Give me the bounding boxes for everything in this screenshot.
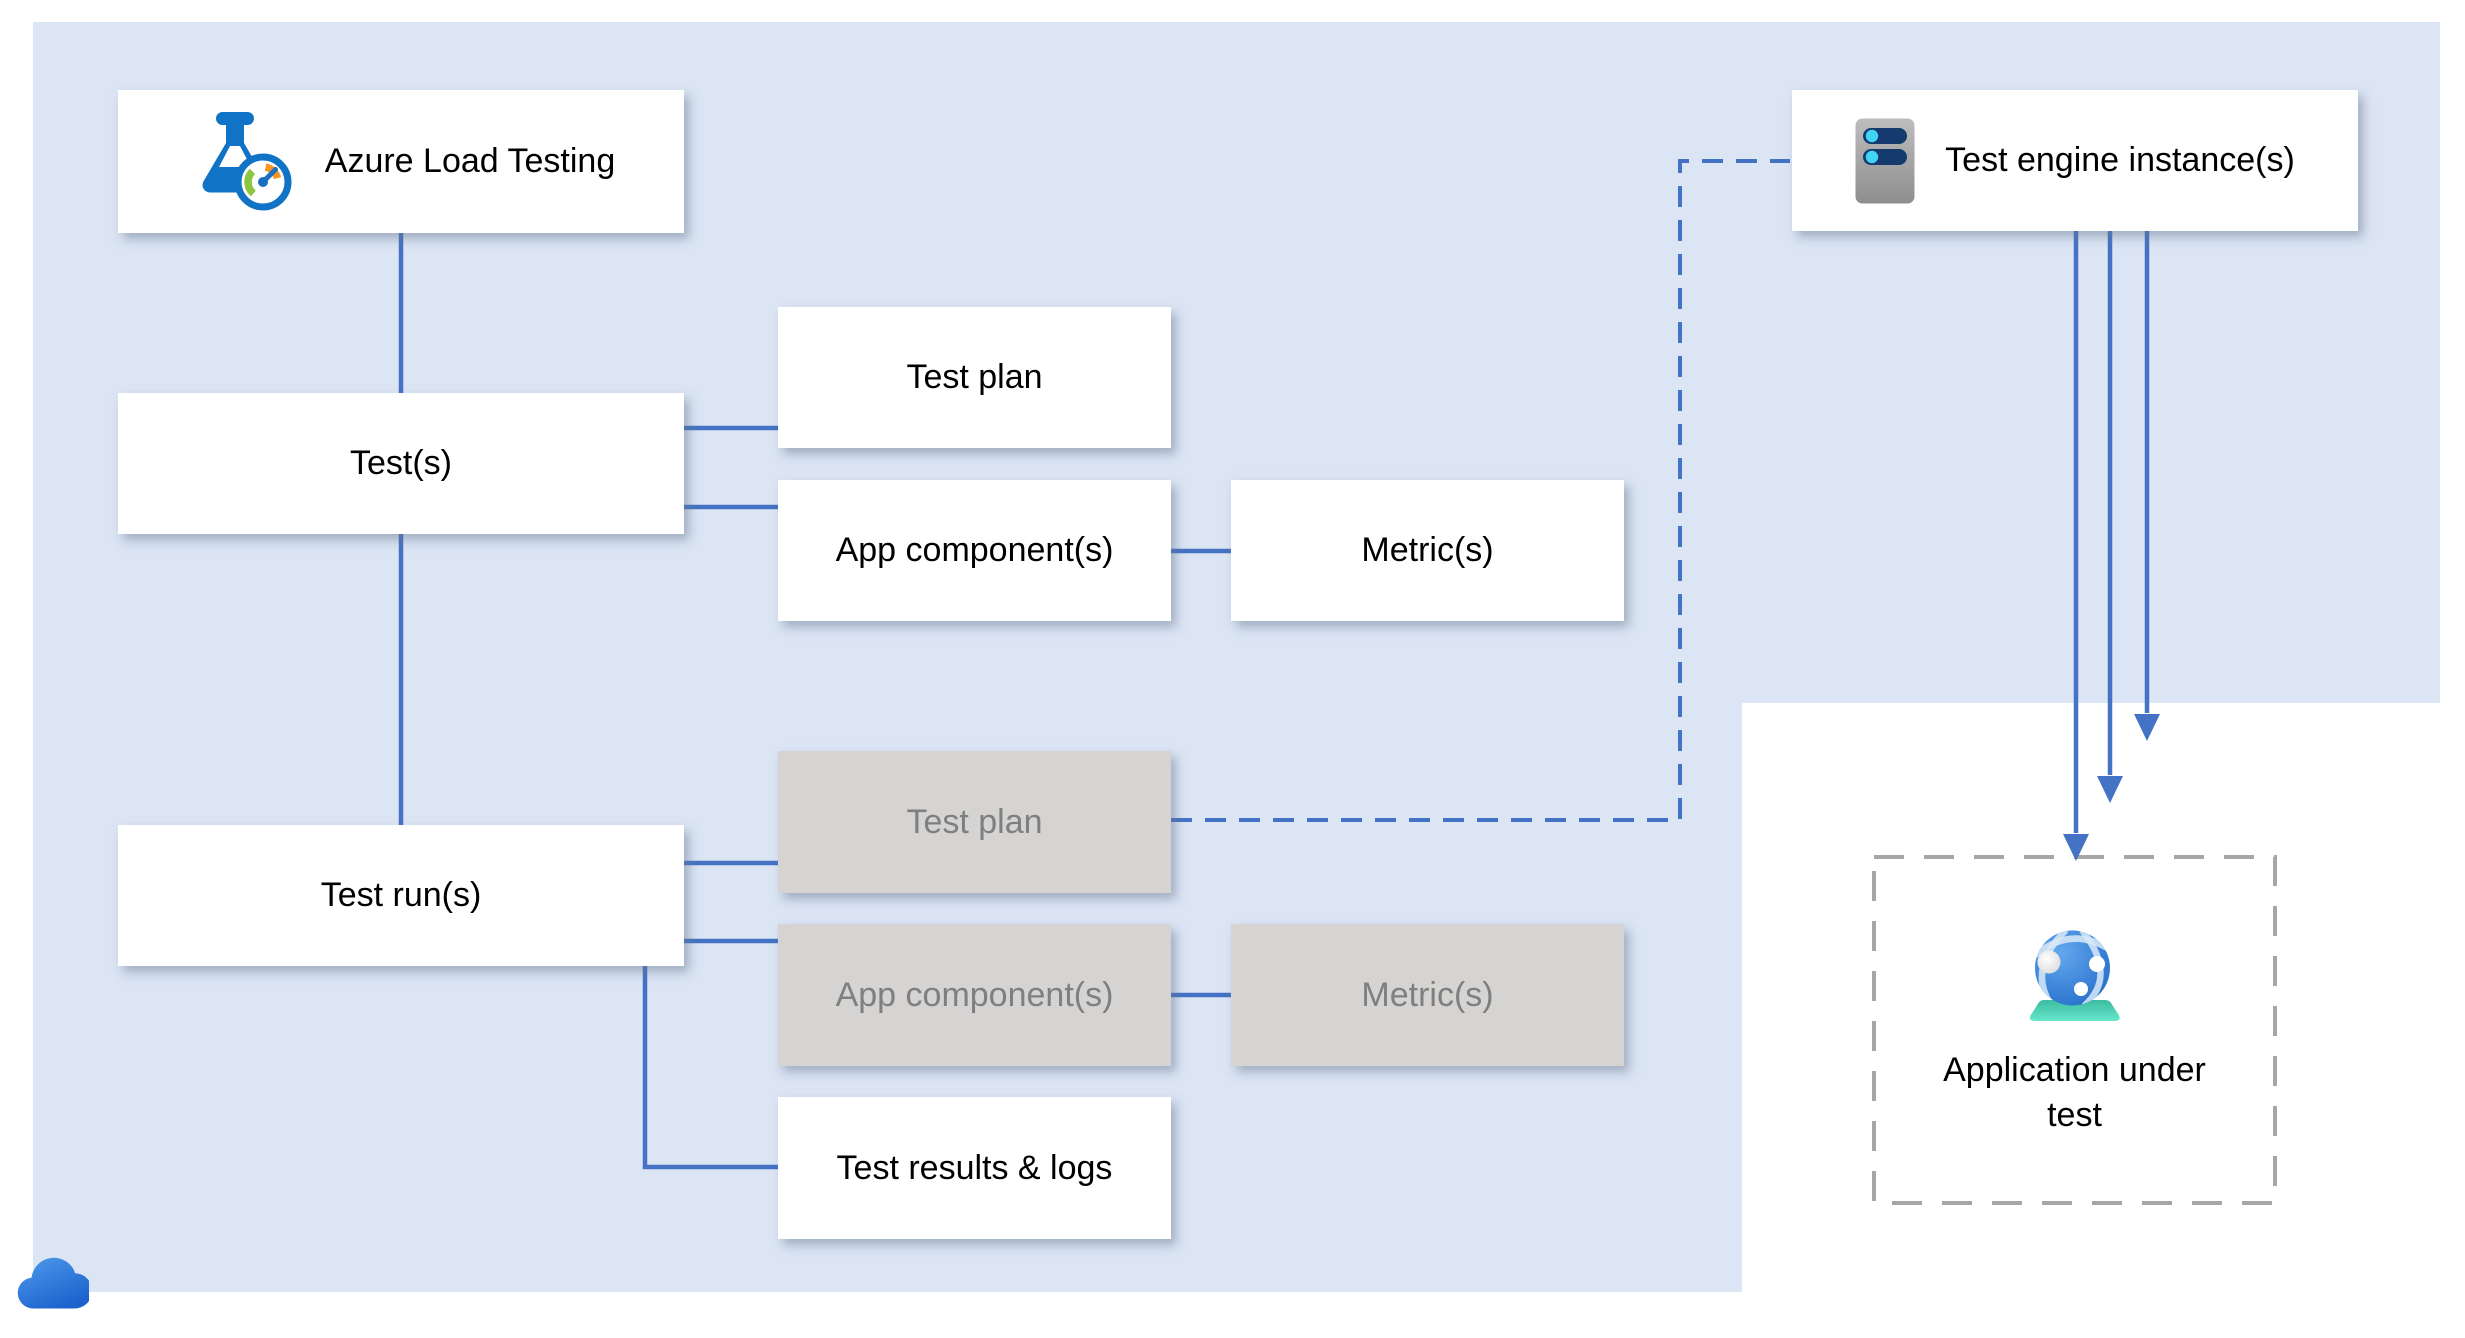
node-label: Application under test <box>1943 1051 2206 1134</box>
azure-cloud-icon <box>15 1257 93 1314</box>
node-test-run-app-components: App component(s) <box>778 924 1171 1066</box>
node-app-components: App component(s) <box>778 480 1171 621</box>
node-azure-load-testing: Azure Load Testing <box>118 90 684 233</box>
node-test-results-logs: Test results & logs <box>778 1097 1171 1239</box>
cloud-icon <box>17 1257 93 1309</box>
node-label: Metric(s) <box>1361 531 1494 569</box>
load-testing-flask-icon <box>202 111 292 210</box>
node-application-under-test: Application under test <box>1874 857 2275 1207</box>
node-test-runs: Test run(s) <box>118 825 684 966</box>
node-label: Test plan <box>906 358 1043 396</box>
node-label: App component(s) <box>835 531 1114 569</box>
web-app-globe-icon <box>2029 930 2120 1022</box>
node-test-run-metrics: Metric(s) <box>1231 924 1624 1066</box>
node-label: Test run(s) <box>320 876 482 914</box>
node-label: Test results & logs <box>836 1148 1113 1187</box>
node-test-plan: Test plan <box>778 307 1171 448</box>
node-test-run-test-plan: Test plan <box>778 751 1171 893</box>
node-label: Test engine instance(s) <box>1945 141 2295 179</box>
node-tests: Test(s) <box>118 393 684 534</box>
node-label: Metric(s) <box>1361 975 1494 1014</box>
node-test-engine-instances: Test engine instance(s) <box>1792 90 2358 231</box>
node-label: Azure Load Testing <box>324 142 616 180</box>
node-metrics: Metric(s) <box>1231 480 1624 621</box>
node-label: App component(s) <box>835 975 1114 1014</box>
node-label: Test plan <box>906 802 1043 841</box>
server-icon <box>1855 118 1915 203</box>
node-label: Test(s) <box>350 444 452 482</box>
